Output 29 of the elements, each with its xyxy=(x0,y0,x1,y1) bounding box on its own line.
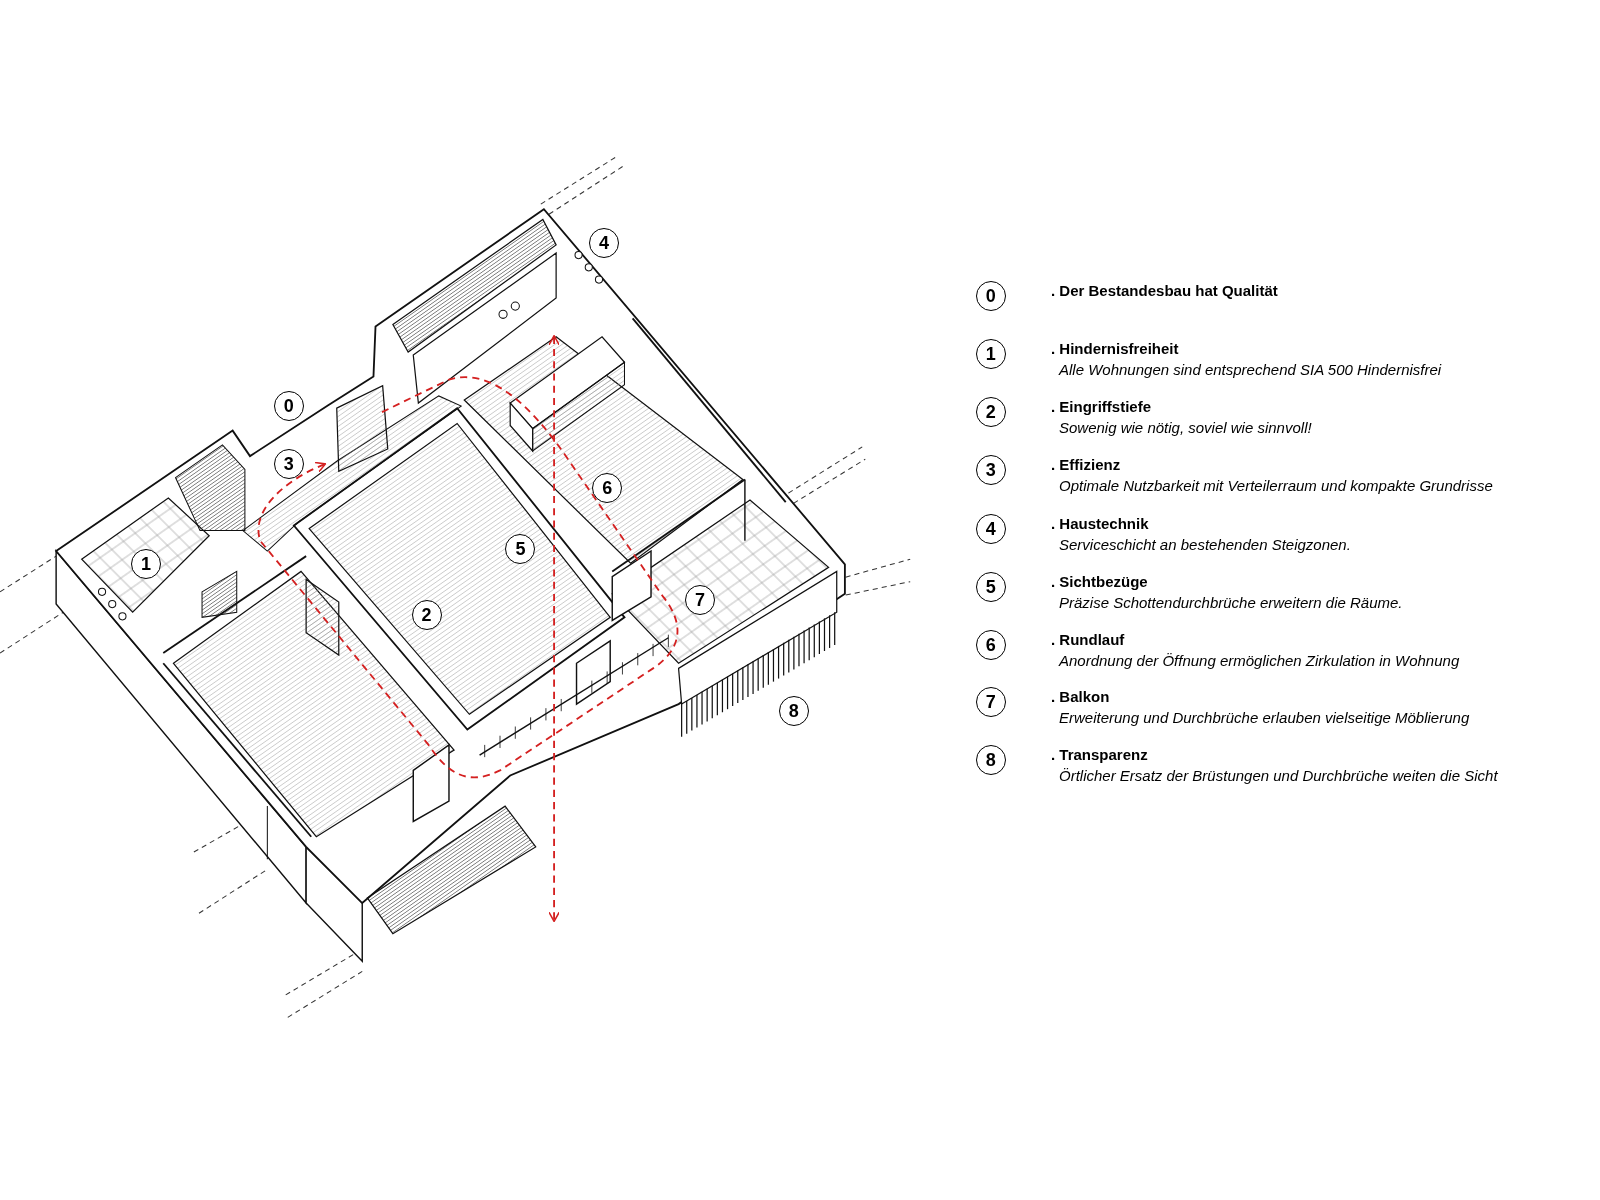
callout-number: 8 xyxy=(975,745,1006,776)
callout-number: 4 xyxy=(589,227,620,258)
legend-heading: . Eingriffstiefe xyxy=(1051,398,1152,417)
legend-description: Örtlicher Ersatz der Brüstungen und Durchbrüche weiten die Sicht xyxy=(1058,767,1498,786)
callout-number: 2 xyxy=(975,397,1006,428)
legend-description: Präzise Schottendurchbrüche erweitern die Räume. xyxy=(1058,593,1403,612)
legend-heading: . Transparenz xyxy=(1051,746,1149,765)
legend-description: Sowenig wie nötig, soviel wie sinnvoll! xyxy=(1058,419,1312,438)
legend-heading: . Der Bestandesbau hat Qualität xyxy=(1051,281,1278,300)
legend-description: Alle Wohnungen sind entsprechend SIA 500 Hindernisfrei xyxy=(1057,361,1442,380)
legend-heading: . Sichtbezüge xyxy=(1051,572,1149,591)
legend-description: Anordnung der Öffnung ermöglichen Zirkulation in Wohnung xyxy=(1057,651,1460,670)
callout-number: 7 xyxy=(975,687,1006,718)
callout-number: 8 xyxy=(778,696,809,727)
legend-description: Erweiterung und Durchbrüche erlauben vielseitige Möblierung xyxy=(1058,709,1470,728)
callout-number: 0 xyxy=(273,391,304,422)
legend-heading: . Effizienz xyxy=(1051,456,1122,475)
legend-heading: . Rundlauf xyxy=(1051,630,1126,649)
legend-description: Serviceschicht an bestehenden Steigzonen. xyxy=(1058,535,1351,554)
legend-description: Optimale Nutzbarkeit mit Verteilerraum und kompakte Grundrisse xyxy=(1058,477,1493,496)
legend-heading: . Haustechnik xyxy=(1051,514,1150,533)
callout-number: 1 xyxy=(975,339,1006,370)
callout-number: 0 xyxy=(975,280,1006,311)
legend-heading: . Hindernisfreiheit xyxy=(1051,340,1180,359)
callout-number: 6 xyxy=(975,629,1006,660)
callout-number: 5 xyxy=(975,571,1006,602)
legend-heading: . Balkon xyxy=(1051,688,1111,707)
callout-number: 4 xyxy=(975,513,1006,544)
callout-number: 3 xyxy=(975,455,1006,486)
